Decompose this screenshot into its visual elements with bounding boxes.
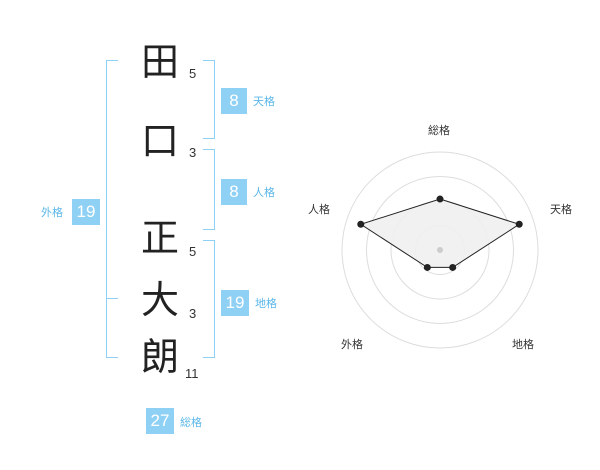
- radar-point-4: [357, 220, 365, 228]
- soukaku-value-badge: 27: [146, 408, 174, 434]
- chikaku-label: 地格: [255, 297, 277, 310]
- given-char-3: 朗: [140, 335, 179, 379]
- given-char-1: 正: [140, 216, 179, 260]
- radar-axis-label-soukaku: 総格: [428, 124, 450, 137]
- radar-ring: [341, 151, 539, 349]
- surname-char-2: 口: [140, 119, 179, 163]
- radar-center-dot: [437, 247, 443, 253]
- radar-point-2: [449, 263, 457, 271]
- radar-point-3: [423, 263, 431, 271]
- radar-point-0: [436, 195, 444, 203]
- surname-char-2-strokes: 3: [189, 145, 197, 160]
- gaikaku-label: 外格: [41, 206, 63, 219]
- radar-area: [359, 198, 521, 268]
- chikaku-bracket: [203, 240, 215, 358]
- radar-axis-label-gaikaku: 外格: [341, 338, 363, 351]
- gaikaku-bracket-divider: [106, 298, 118, 299]
- tenkaku-label: 天格: [253, 95, 275, 108]
- tenkaku-bracket: [203, 60, 215, 139]
- gaikaku-value-badge: 19: [72, 199, 100, 225]
- surname-char-1-strokes: 5: [189, 66, 197, 81]
- soukaku-label: 総格: [180, 416, 202, 429]
- given-char-1-strokes: 5: [189, 244, 197, 259]
- jinkaku-bracket: [203, 149, 215, 230]
- radar-axis-label-jinkaku: 人格: [308, 203, 330, 216]
- given-char-2-strokes: 3: [189, 306, 197, 321]
- radar-points: [357, 195, 523, 271]
- radar-point-1: [515, 220, 523, 228]
- surname-char-1: 田: [140, 40, 179, 84]
- jinkaku-value-badge: 8: [221, 179, 247, 205]
- gaikaku-bracket: [106, 60, 118, 358]
- radar-axis-label-tenkaku: 天格: [550, 203, 572, 216]
- radar-ring: [366, 176, 514, 324]
- radar-axis-label-chikaku: 地格: [512, 338, 534, 351]
- jinkaku-label: 人格: [253, 186, 275, 199]
- given-char-2: 大: [140, 278, 179, 322]
- chikaku-value-badge: 19: [221, 290, 249, 316]
- given-char-3-strokes: 11: [185, 366, 199, 381]
- tenkaku-value-badge: 8: [221, 88, 247, 114]
